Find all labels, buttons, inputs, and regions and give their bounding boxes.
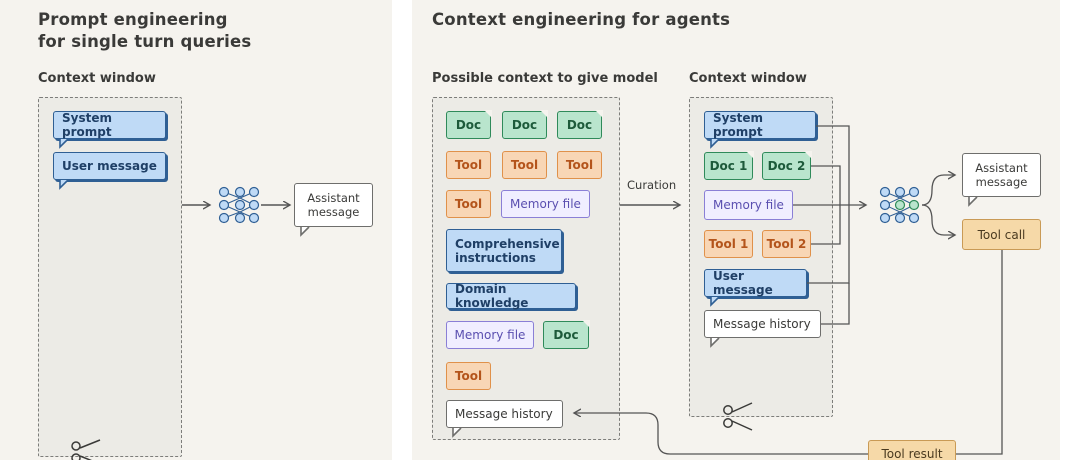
model-output-arrows bbox=[921, 175, 955, 235]
scissors-icon-right bbox=[723, 402, 753, 431]
left-title-line2: for single turn queries bbox=[38, 32, 252, 51]
possible-doc-2: Doc bbox=[502, 110, 548, 139]
possible-doc-1: Doc bbox=[446, 110, 492, 139]
left-assistant-message: Assistant message bbox=[294, 183, 373, 227]
window-message-history: Message history bbox=[704, 310, 821, 338]
right-context-window-label: Context window bbox=[689, 71, 807, 86]
possible-memory-file-2: Memory file bbox=[446, 321, 534, 349]
window-tool-2: Tool 2 bbox=[762, 230, 811, 258]
right-neural-network-icon bbox=[879, 186, 920, 224]
tool-call: Tool call bbox=[962, 219, 1041, 250]
left-title-line1: Prompt engineering bbox=[38, 10, 228, 29]
left-system-prompt: System prompt bbox=[53, 111, 166, 139]
window-doc-1: Doc 1 bbox=[704, 151, 754, 180]
left-assistant-line1: Assistant bbox=[307, 191, 360, 205]
possible-tool-2: Tool bbox=[502, 151, 547, 179]
window-doc-2: Doc 2 bbox=[762, 151, 812, 180]
possible-domain-knowledge: Domain knowledge bbox=[446, 282, 576, 310]
possible-memory-file-1: Memory file bbox=[501, 190, 590, 218]
possible-tool-5: Tool bbox=[446, 362, 491, 390]
right-assistant-message: Assistant message bbox=[962, 153, 1041, 197]
possible-doc-4: Doc bbox=[543, 320, 590, 349]
speech-tails bbox=[59, 138, 978, 438]
possible-comprehensive-instructions: Comprehensive instructions bbox=[446, 229, 562, 272]
possible-tool-4: Tool bbox=[446, 190, 491, 218]
possible-context-label: Possible context to give model bbox=[432, 71, 658, 86]
right-assistant-line2: message bbox=[975, 175, 1028, 189]
window-tool-1: Tool 1 bbox=[704, 230, 753, 258]
scissors-icon-left bbox=[71, 439, 101, 460]
possible-tool-1: Tool bbox=[446, 151, 491, 179]
right-panel-title: Context engineering for agents bbox=[432, 10, 731, 29]
left-panel-title: Prompt engineering for single turn queri… bbox=[38, 9, 251, 53]
tool-result: Tool result bbox=[868, 440, 956, 460]
comprehensive-line2: instructions bbox=[455, 250, 536, 265]
possible-message-history: Message history bbox=[446, 400, 563, 428]
curation-label: Curation bbox=[627, 178, 677, 192]
window-memory-file: Memory file bbox=[704, 190, 793, 220]
right-assistant-line1: Assistant bbox=[975, 161, 1028, 175]
left-context-window-label: Context window bbox=[38, 71, 156, 86]
window-system-prompt: System prompt bbox=[704, 111, 816, 139]
left-assistant-line2: message bbox=[307, 205, 360, 219]
window-to-model-lines bbox=[793, 125, 866, 325]
left-neural-network-icon bbox=[218, 186, 260, 224]
left-user-message: User message bbox=[53, 152, 166, 180]
possible-doc-3: Doc bbox=[557, 110, 603, 139]
tool-loop-lines bbox=[574, 250, 1003, 455]
possible-tool-3: Tool bbox=[557, 151, 602, 179]
window-user-message: User message bbox=[704, 269, 807, 297]
comprehensive-line1: Comprehensive bbox=[455, 236, 560, 251]
